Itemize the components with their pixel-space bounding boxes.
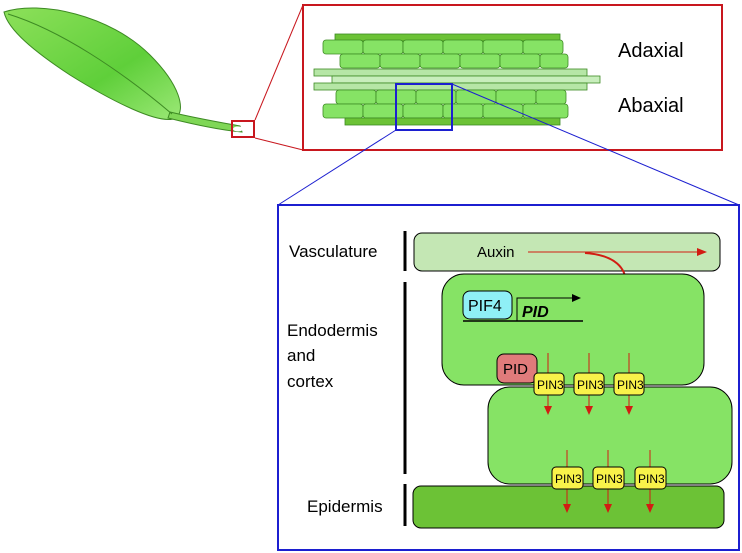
cross-section-cells (313, 33, 601, 126)
leaf-illustration (3, 7, 243, 133)
leaf-petiole (167, 111, 243, 133)
pin3-lower-2 (592, 466, 625, 490)
pin3-upper-2-label: PIN3 (577, 378, 604, 392)
pin3-lower-1-label: PIN3 (555, 472, 582, 486)
vasculature-label: Vasculature (289, 242, 378, 261)
petiole-highlight (233, 126, 243, 132)
pin3-upper-1 (533, 372, 565, 396)
leaf-midrib (7, 13, 173, 115)
pid-protein (496, 353, 538, 384)
pin3-lower-2-label: PIN3 (596, 472, 623, 486)
pin3-lower-3-label: PIN3 (638, 472, 665, 486)
auxin-flow-arrowhead (697, 248, 707, 256)
pin3-upper-2 (573, 372, 605, 396)
blue-zoom-line-left (277, 129, 397, 206)
leaf-blade (3, 7, 181, 120)
pid-protein-label: PID (503, 361, 528, 378)
auxin-label: Auxin (477, 244, 515, 261)
pin3-upper-1-label: PIN3 (537, 378, 564, 392)
epidermis-label: Epidermis (307, 497, 383, 516)
red-zoom-line-bottom (254, 137, 304, 151)
pif4-box (462, 290, 513, 320)
pin3-lower-3 (634, 466, 667, 490)
cross-section-zoom-box (395, 83, 453, 131)
pin3-upper-3-label: PIN3 (617, 378, 644, 392)
abaxial-label: Abaxial (618, 95, 684, 117)
transcription-start-arrow (516, 297, 573, 321)
endodermis-label-line3: cortex (287, 372, 334, 391)
leaf-zoom-box (231, 120, 255, 138)
adaxial-label: Adaxial (618, 40, 684, 62)
pin3-lower-1 (551, 466, 584, 490)
blue-zoom-line-right (451, 83, 740, 206)
pid-gene-label: PID (522, 304, 549, 321)
endodermis-label-line1: Endodermis (287, 321, 378, 340)
pif4-label: PIF4 (468, 298, 502, 315)
endodermis-label-line2: and (287, 346, 315, 365)
pin3-upper-3 (613, 372, 645, 396)
transcription-start-arrowhead (572, 294, 581, 302)
red-zoom-line-top (254, 4, 304, 121)
